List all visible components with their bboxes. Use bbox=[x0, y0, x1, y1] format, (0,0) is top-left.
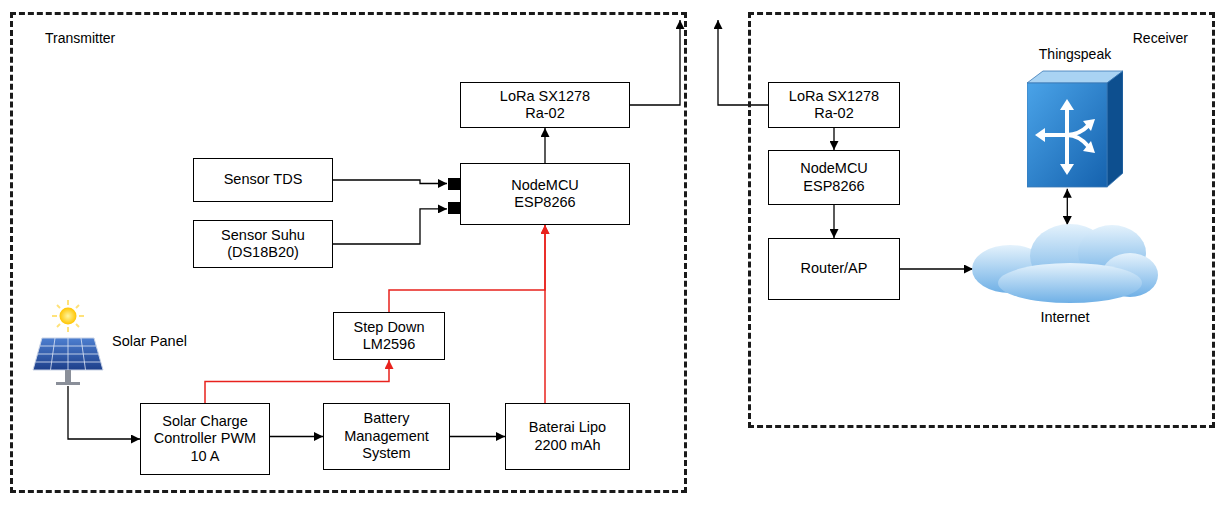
node-label: Internet bbox=[1040, 309, 1089, 326]
antenna-line bbox=[630, 20, 680, 105]
node-icon bbox=[1027, 69, 1123, 189]
signal-arrow bbox=[333, 209, 447, 244]
node-icon bbox=[970, 219, 1160, 307]
node-label: Solar Panel bbox=[112, 333, 187, 350]
signal-arrow bbox=[900, 268, 973, 269]
connector-pin bbox=[448, 178, 460, 190]
node-label: Solar Charge Controller PWM 10 A bbox=[153, 413, 257, 465]
group-frame: ReceiverLoRa SX1278 Ra-02 ThingspeakNodeM… bbox=[748, 12, 1215, 428]
bms-box: Battery Management System bbox=[323, 403, 450, 470]
signal-arrow bbox=[450, 436, 505, 437]
node-label: LoRa SX1278 Ra-02 bbox=[495, 88, 595, 123]
node-icon bbox=[28, 298, 108, 386]
node-label: Baterai Lipo 2200 mAh bbox=[521, 419, 615, 454]
signal-arrow bbox=[333, 180, 447, 184]
node-label: LoRa SX1278 Ra-02 bbox=[784, 88, 884, 123]
antenna-line bbox=[718, 20, 768, 105]
node-label: NodeMCU ESP8266 bbox=[504, 177, 586, 212]
sensor-box: Sensor Suhu (DS18B20) bbox=[193, 220, 333, 268]
node-label: NodeMCU ESP8266 bbox=[793, 160, 875, 195]
mcu-box: NodeMCU ESP8266 bbox=[768, 150, 900, 205]
module-box: LoRa SX1278 Ra-02 bbox=[768, 82, 900, 128]
signal-arrow bbox=[270, 436, 323, 437]
sensor-box: Sensor TDS bbox=[193, 158, 333, 202]
group-frame: TransmitterLoRa SX1278 Ra-02Sensor TDS No… bbox=[10, 12, 687, 493]
node-label: Sensor TDS bbox=[224, 171, 303, 188]
node-label: Router/AP bbox=[801, 260, 868, 277]
signal-arrow bbox=[1067, 189, 1068, 225]
module-box: LoRa SX1278 Ra-02 bbox=[460, 82, 630, 128]
mcu-box: NodeMCU ESP8266 bbox=[460, 163, 630, 225]
power-line bbox=[205, 360, 389, 403]
signal-arrow bbox=[68, 386, 140, 439]
node-label: Thingspeak bbox=[1039, 46, 1111, 63]
signal-arrow bbox=[833, 128, 834, 150]
node-label: Battery Management System bbox=[340, 410, 434, 462]
controller-box: Solar Charge Controller PWM 10 A bbox=[140, 403, 270, 475]
signal-arrow bbox=[833, 205, 834, 238]
battery-box: Baterai Lipo 2200 mAh bbox=[505, 403, 630, 470]
solar-panel: Solar Panel bbox=[28, 298, 188, 386]
signal-arrow bbox=[544, 128, 545, 163]
node-label: Step Down LM2596 bbox=[347, 319, 431, 354]
group-title: Transmitter bbox=[45, 30, 115, 46]
router-box: Router/AP bbox=[768, 238, 900, 300]
group-title: Receiver bbox=[1133, 30, 1188, 46]
converter-box: Step Down LM2596 bbox=[333, 312, 445, 360]
power-line bbox=[389, 225, 545, 312]
connector-pin bbox=[448, 202, 460, 214]
cloud-service: Thingspeak bbox=[1025, 46, 1125, 194]
internet-cloud: Internet bbox=[970, 219, 1160, 331]
node-label: Sensor Suhu (DS18B20) bbox=[211, 227, 315, 262]
power-line bbox=[544, 225, 546, 403]
